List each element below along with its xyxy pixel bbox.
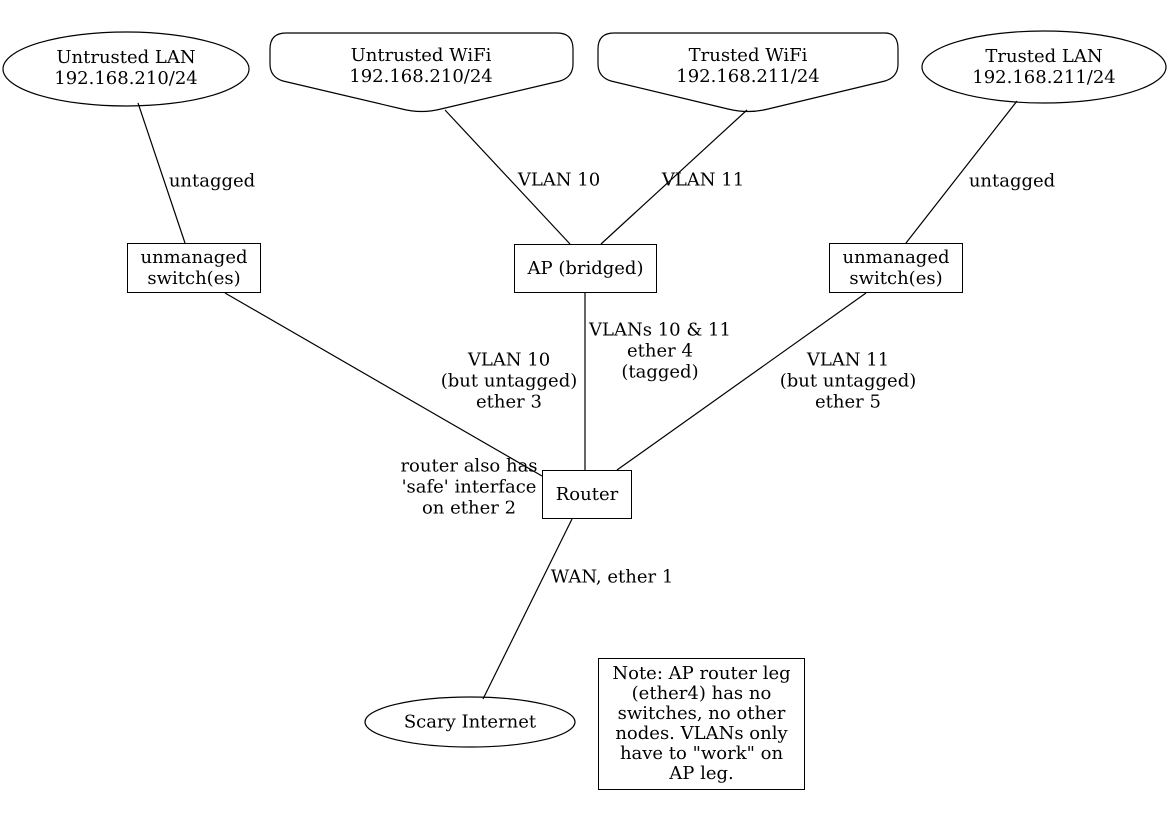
trusted-lan-node-label: Trusted LAN 192.168.211/24	[972, 46, 1116, 88]
untrusted-lan-node-label: Untrusted LAN 192.168.210/24	[54, 47, 198, 89]
scary-internet-node-shape	[364, 696, 576, 748]
edge-label-wan-ether1: WAN, ether 1	[550, 566, 674, 588]
trusted-lan-node-shape	[921, 30, 1167, 104]
edge-trustedwifi-to-ap	[600, 109, 748, 245]
edge-label-vlan11: VLAN 11	[661, 169, 745, 191]
untrusted-wifi-node-shape	[269, 32, 574, 113]
untrusted-wifi-node-label: Untrusted WiFi 192.168.210/24	[349, 45, 493, 87]
untrusted-lan-node-shape	[2, 31, 250, 107]
router-node: Router	[542, 470, 632, 519]
edge-label-vlan11-untagged-ether5: VLAN 11 (but untagged) ether 5	[779, 349, 917, 413]
ap-node: AP (bridged)	[514, 244, 657, 293]
edge-label-untagged-right: untagged	[968, 170, 1056, 192]
switch-left-node: unmanaged switch(es)	[127, 243, 261, 293]
edge-trustedlan-to-switchright	[905, 100, 1018, 244]
edge-router-to-internet	[482, 518, 573, 700]
note-box: Note: AP router leg (ether4) has no swit…	[598, 658, 805, 790]
edge-untrustedlan-to-switchleft	[137, 102, 186, 244]
trusted-wifi-node-shape	[597, 32, 899, 113]
edge-switchright-to-router	[616, 292, 867, 471]
switch-right-node: unmanaged switch(es)	[829, 243, 963, 293]
edge-label-untagged-left: untagged	[168, 170, 256, 192]
edge-label-vlans-10-11-ether4: VLANs 10 & 11 ether 4 (tagged)	[589, 319, 731, 383]
trusted-wifi-node-label: Trusted WiFi 192.168.211/24	[676, 45, 820, 87]
router-safe-interface-annotation: router also has 'safe' interface on ethe…	[400, 455, 538, 519]
edge-switchleft-to-router	[224, 292, 543, 477]
edge-untrustedwifi-to-ap	[444, 109, 571, 245]
edge-label-vlan10: VLAN 10	[517, 169, 601, 191]
edge-label-vlan10-untagged-ether3: VLAN 10 (but untagged) ether 3	[440, 349, 578, 413]
scary-internet-node-label: Scary Internet	[403, 711, 537, 733]
